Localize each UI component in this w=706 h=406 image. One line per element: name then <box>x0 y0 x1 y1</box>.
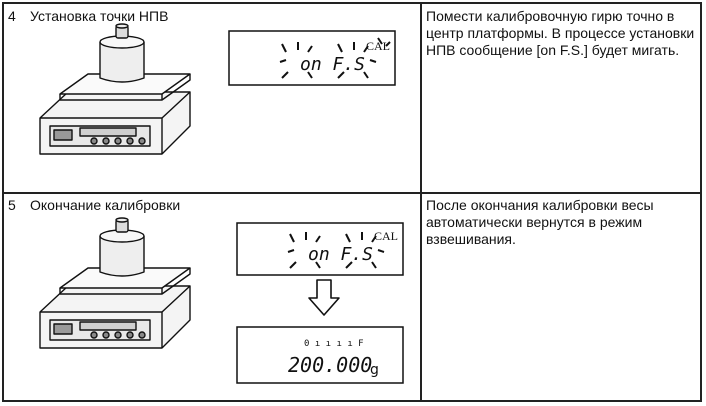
step-5-title: 5 Окончание калибровки <box>8 197 180 213</box>
blink-rays <box>279 37 391 79</box>
lcd-message: on F.S <box>300 54 365 75</box>
balance-with-weight-icon <box>39 23 191 155</box>
lcd-unit: g <box>370 362 379 378</box>
weighing-lcd-display: 0 ı ı ı ı F 200.000 g <box>236 326 404 384</box>
row-divider <box>4 192 700 194</box>
step-4-lcd-display: CAL on F.S <box>228 30 396 86</box>
column-divider <box>420 4 422 400</box>
step-4-number: 4 <box>8 8 16 24</box>
step-4-title: 4 Установка точки НПВ <box>8 8 168 24</box>
cal-badge: CAL <box>366 39 390 53</box>
step-4-title-text: Установка точки НПВ <box>30 8 169 24</box>
lcd-indicators: 0 ı ı ı ı F <box>304 339 364 349</box>
step-4-description: Помести калибровочную гирю точно в центр… <box>426 8 695 58</box>
balance-with-weight-icon <box>39 217 191 349</box>
step-5-description: После окончания калибровки весы автомати… <box>426 197 654 247</box>
lcd-weight-value: 200.000 <box>288 353 372 377</box>
step-5-title-text: Окончание калибровки <box>30 197 181 213</box>
step-5-number: 5 <box>8 197 16 213</box>
instruction-table <box>2 2 702 402</box>
lcd-message: on F.S <box>308 244 373 265</box>
step-5-lcd-display: CAL on F.S <box>236 222 404 276</box>
cal-badge: CAL <box>374 229 398 243</box>
arrow-down-icon <box>308 279 340 316</box>
blink-rays <box>287 232 385 269</box>
